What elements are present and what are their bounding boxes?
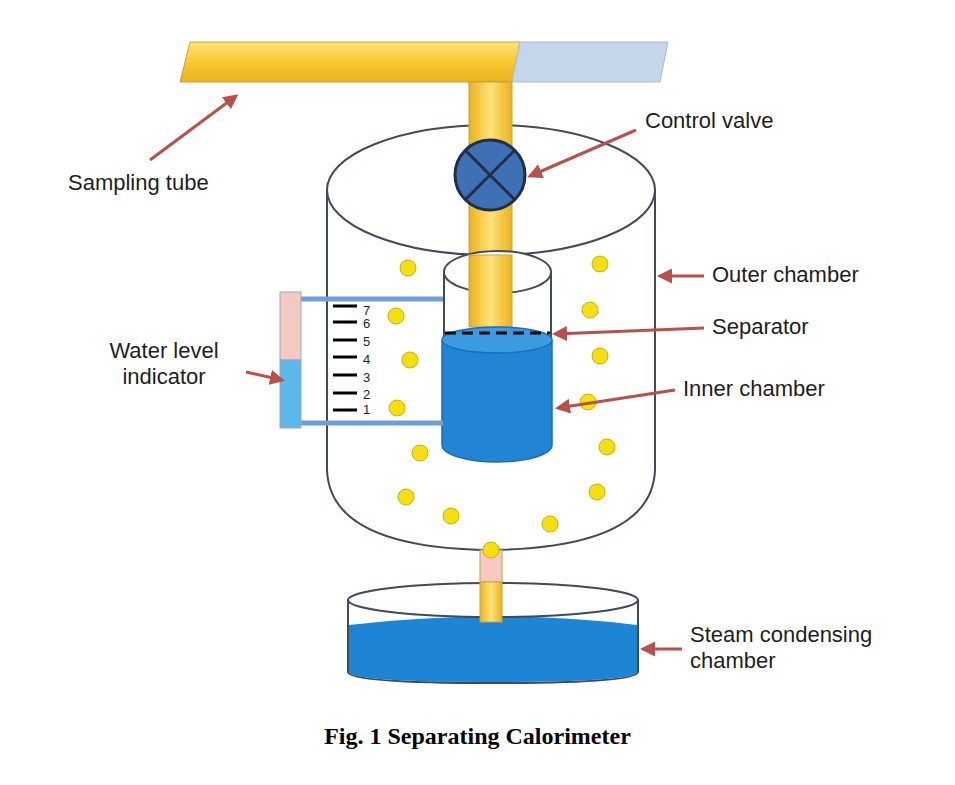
tube-grey (512, 42, 668, 82)
indicator-steam (280, 292, 301, 360)
indicator-connector (300, 421, 443, 426)
valve-body (455, 140, 525, 210)
drain-pipe (480, 582, 502, 622)
tube-yellow (180, 42, 520, 82)
scale-ticks (333, 306, 357, 410)
figure-caption: Fig. 1 Separating Calorimeter (0, 722, 955, 751)
water-level-indicator (280, 292, 443, 428)
scale-number: 4 (363, 353, 370, 366)
valve-cross (465, 150, 515, 200)
part-label: Control valve (645, 108, 773, 134)
inner-chamber (442, 251, 552, 462)
part-label: Inner chamber (683, 376, 825, 402)
leader-arrow (246, 372, 282, 380)
outer-chamber (327, 125, 655, 550)
leader-arrows (150, 96, 704, 649)
part-label: Outer chamber (712, 262, 859, 288)
control-valve (455, 140, 525, 210)
condensing-chamber (348, 542, 638, 683)
part-label: Separator (712, 314, 809, 340)
scale-number: 5 (363, 335, 370, 348)
valve-cross (465, 150, 515, 200)
scale-number: 1 (363, 403, 370, 416)
scale-number: 3 (363, 371, 370, 384)
leader-arrow (530, 130, 636, 176)
part-label: Steam condensing chamber (690, 622, 905, 675)
leader-arrow (660, 275, 704, 278)
sampling-tube (180, 42, 668, 82)
inner-water-top (442, 327, 552, 353)
indicator-connector (300, 297, 443, 302)
leader-arrow (643, 648, 682, 651)
scale-number: 6 (363, 317, 370, 330)
scale-number: 7 (363, 304, 370, 317)
part-label: Sampling tube (68, 170, 209, 196)
steam-droplet (483, 542, 499, 558)
separator-line (445, 332, 550, 335)
indicator-water (280, 360, 301, 428)
part-label: Water level indicator (88, 338, 240, 391)
inner-water (442, 340, 552, 462)
leader-arrow (150, 96, 236, 160)
scale-number: 2 (363, 388, 370, 401)
feed-pipe-inner (469, 255, 512, 327)
leader-arrow (555, 328, 704, 334)
dish-water (349, 617, 637, 683)
leader-arrow (558, 390, 675, 408)
steam-droplets (388, 256, 615, 532)
